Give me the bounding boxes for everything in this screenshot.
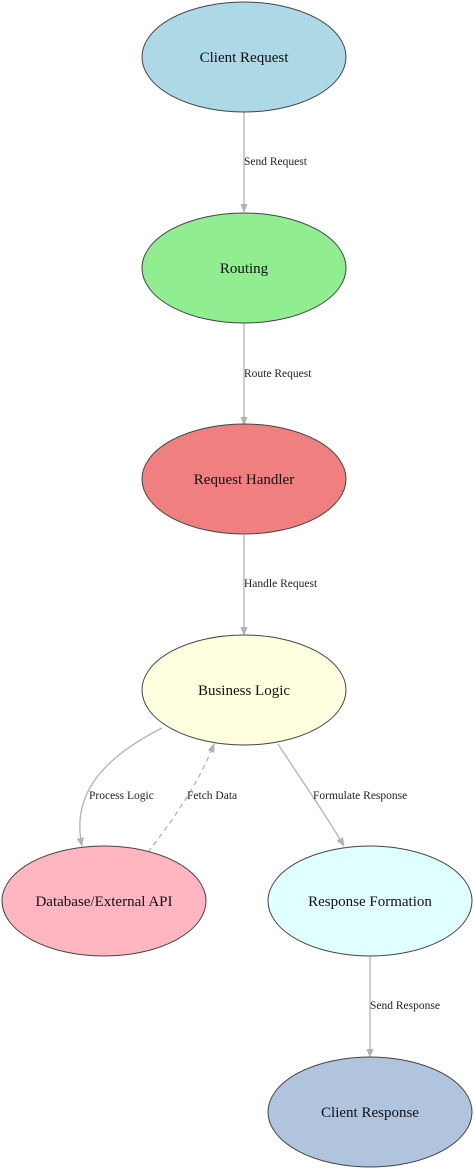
node-request-handler: Request Handler [141,423,347,535]
node-routing-label: Routing [220,261,269,277]
edge-process-logic [76,727,163,847]
edge-label-process-logic: Process Logic [89,790,154,802]
node-response-formation: Response Formation [267,845,473,957]
node-business-logic-label: Business Logic [198,683,290,699]
node-request-handler-label: Request Handler [194,472,294,488]
edges [76,112,374,1058]
edge-label-handle-request: Handle Request [244,578,318,590]
node-response-formation-label: Response Formation [308,894,432,910]
node-response-formation-shape [267,845,473,957]
node-client-response-shape [267,1056,473,1168]
node-client-request-shape [141,1,347,113]
node-database-api: Database/External API [1,845,207,957]
edge-labels: Send Request Route Request Handle Reques… [89,156,440,1012]
node-routing-shape [141,212,347,324]
edge-label-formulate-response: Formulate Response [313,790,407,802]
node-client-response: Client Response [267,1056,473,1168]
node-business-logic: Business Logic [141,634,347,746]
edge-label-send-request: Send Request [244,156,308,168]
node-client-request: Client Request [141,1,347,113]
node-routing: Routing [141,212,347,324]
edge-fetch-data [147,743,215,853]
node-database-api-label: Database/External API [35,894,172,910]
edge-label-route-request: Route Request [244,368,312,380]
node-client-request-label: Client Request [200,50,290,66]
edge-label-fetch-data: Fetch Data [187,790,237,802]
edge-label-send-response: Send Response [370,1000,440,1012]
node-client-response-label: Client Response [321,1105,419,1121]
node-business-logic-shape [141,634,347,746]
node-request-handler-shape [141,423,347,535]
node-database-api-shape [1,845,207,957]
edge-formulate-response [277,743,345,847]
